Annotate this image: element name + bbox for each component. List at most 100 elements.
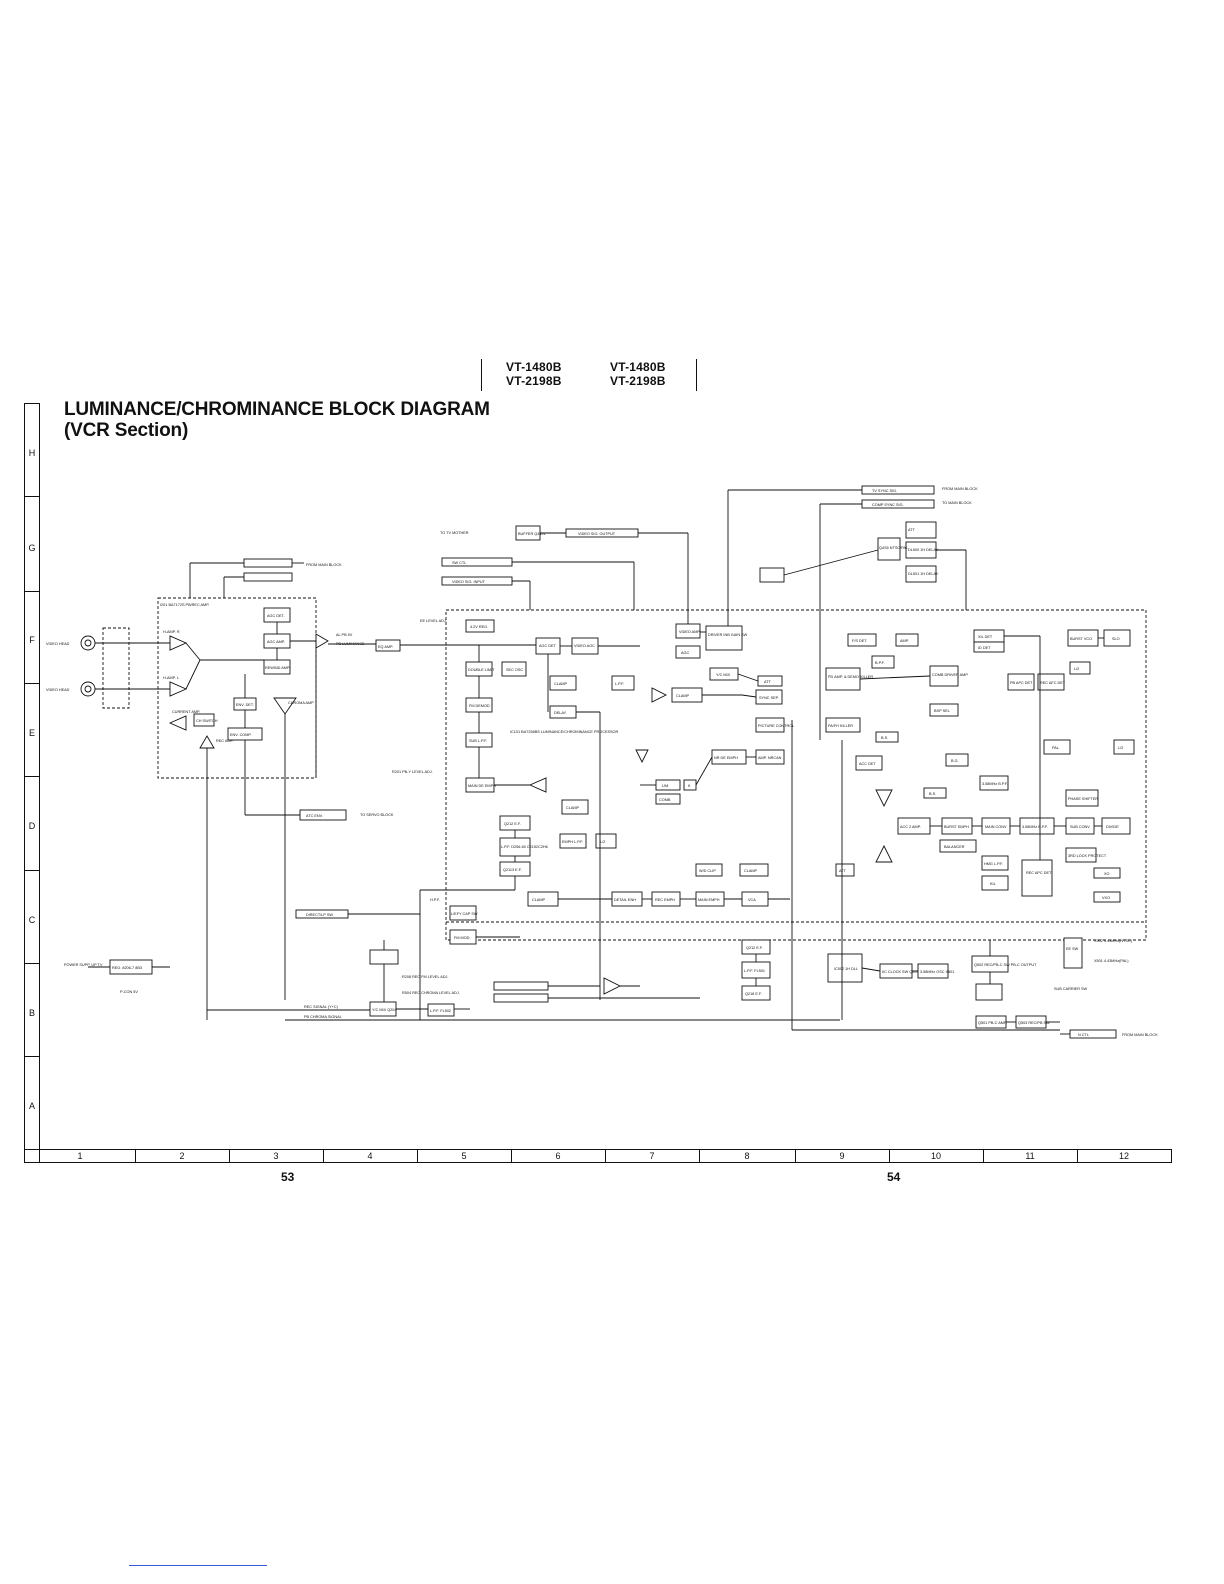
pb-rec-sw-label: Q502 REC/PB-C SW PB-C OUTPUT xyxy=(974,963,1037,967)
l2-label: L/2 xyxy=(600,840,605,844)
video-head-lower-label: VIDEO HEAD xyxy=(46,688,70,692)
detail-enh-label: DETAIL ENH xyxy=(614,898,636,902)
buffer-label: BUFFER Q4401 xyxy=(518,532,546,536)
processor-region xyxy=(445,609,1147,941)
diagram-title-line1: LUMINANCE/CHROMINANCE BLOCK DIAGRAM xyxy=(64,399,490,420)
hamp-l-label: H-AMP. L xyxy=(163,676,179,680)
emph-lpf-block xyxy=(559,833,587,849)
ic502-block xyxy=(827,953,863,983)
wd-clip-label: W/D CLIP xyxy=(699,869,716,873)
video-amp-label: VIDEO AMP. xyxy=(679,630,700,634)
acc-amplifier xyxy=(875,789,893,808)
column-ruler: 1 2 3 4 5 6 7 8 9 10 11 12 xyxy=(24,1149,1172,1163)
bsp-sel-block xyxy=(929,703,959,717)
sw-ctl-label: SW CTL xyxy=(452,561,466,565)
hamp-l-amplifier xyxy=(169,681,188,697)
comp-sync-sig-label: COMP SYNC SIG. xyxy=(872,503,904,507)
connector-g1 xyxy=(243,558,293,568)
rec-apc-det-block xyxy=(1021,859,1053,897)
main-de-emph-label: MAIN DE EMPH xyxy=(468,784,496,788)
row-tick xyxy=(25,870,39,871)
rec-signal-label: REC SIGNAL (Y+C) xyxy=(304,1005,339,1009)
column-label-12: 12 xyxy=(1118,1151,1129,1161)
xo-block xyxy=(1093,867,1121,879)
sec-osc-block xyxy=(501,661,527,677)
l2-3-block xyxy=(1113,739,1135,755)
row-label-g: G xyxy=(28,543,36,553)
clamp-4-label: CLAMP xyxy=(744,869,758,873)
env-det-label: ENV. DET. xyxy=(236,703,254,707)
phase-shifter-block xyxy=(1065,789,1099,807)
preamp-ic-label: I201 BA7172S PB/REC AMP. xyxy=(160,603,209,607)
row-tick xyxy=(25,1056,39,1057)
bg-block xyxy=(945,753,969,767)
bpf-1-label: B.P.F. xyxy=(875,661,885,665)
sw-block xyxy=(759,567,785,583)
connector-c2 xyxy=(493,993,549,1003)
ee-circuit-block xyxy=(369,949,399,965)
vxo-block xyxy=(1093,891,1121,903)
main-emph-label: MAIN EMPH xyxy=(698,898,720,902)
amp-1-block xyxy=(895,633,919,647)
clamp-1-block xyxy=(549,675,577,691)
hpf-label: H.P.F. xyxy=(430,898,440,902)
rec-afc-det-label: REC AFC DET xyxy=(1040,681,1066,685)
fm-mod-label: FM MOD. xyxy=(454,936,470,940)
divide-label: DIVIDE xyxy=(1106,825,1119,829)
atc-env-block xyxy=(299,809,347,821)
l2-2-block xyxy=(1069,661,1091,675)
burst-emph-label: BURST EMPH xyxy=(944,825,969,829)
xo-label: XO xyxy=(1104,872,1110,876)
rec-amp-label: REC AMP. xyxy=(216,739,234,743)
bpf-358-label: 3.58MHz B.P.F. xyxy=(1022,825,1048,829)
l2-block xyxy=(595,833,617,849)
3rd-lock-block xyxy=(1065,847,1097,863)
q501-pb-amp-label: Q501 PB-C AMP. xyxy=(978,1021,1007,1025)
att-2-block xyxy=(835,863,855,877)
lpf-358-block xyxy=(979,775,1009,791)
k-label: K xyxy=(688,784,691,788)
row-label-h: H xyxy=(28,448,36,458)
to-servo-label: TO SERVO BLOCK xyxy=(360,813,394,817)
pb-apc-det-block xyxy=(1007,673,1035,691)
hamp-r-label: H-AMP. R xyxy=(163,630,180,634)
bs-1-block xyxy=(875,731,899,743)
x501-label: X501 4.43MHz(PAL) xyxy=(1094,959,1129,963)
model-label-left-1: VT-1480B xyxy=(506,360,562,374)
eq-amp-block xyxy=(375,639,401,652)
reg-82v-label: REG. 8206-7 8B3 xyxy=(112,966,142,970)
row-tick xyxy=(25,683,39,684)
lpf-4-label: L.P.F. FL502 xyxy=(430,1009,451,1013)
dl501-block xyxy=(905,565,937,583)
driver-inb-label: DRIVER INB GAIN SW xyxy=(708,633,748,637)
q211-lpf-label: L.P.F. FL501 xyxy=(744,969,765,973)
rewind-amp-label: REWIND AMP. xyxy=(265,666,290,670)
power-supply-label: POWER SUPP. UP TV xyxy=(64,963,103,967)
sub-carrier-sw-label: SUB CARRIER SW xyxy=(1054,987,1088,991)
pa-fh-killer-label: PA/FH KILLER xyxy=(828,724,853,728)
att-ic-label: ATT xyxy=(908,528,916,532)
ic502-label: IC502 1H DLL xyxy=(834,967,858,971)
chroma-amp-label: CHROMA AMP xyxy=(288,701,314,705)
rec-chroma-level-adj-label: R504 REC CHROMA LEVEL ADJ. xyxy=(402,991,460,995)
osc-382-label: 3.58MHz OSC X501 xyxy=(920,970,954,974)
lpfy-cap-sw-block xyxy=(449,905,477,921)
lpf-4-block xyxy=(427,1003,455,1017)
row-label-e: E xyxy=(28,728,35,738)
video-head-upper: VIDEO HEAD xyxy=(46,635,96,651)
model-label-right-2: VT-2198B xyxy=(610,374,666,388)
diagram-title: LUMINANCE/CHROMINANCE BLOCK DIAGRAM (VCR… xyxy=(64,399,490,441)
att-ic-block xyxy=(905,521,937,539)
ee-sw-block xyxy=(1063,937,1083,969)
video-head-upper-label: VIDEO HEAD xyxy=(46,642,70,646)
q218-ef-label: Q218 E.F. xyxy=(745,992,762,996)
sub-conv-label: SUB CONV xyxy=(1070,825,1090,829)
yc-mix-2-label: Y/C MIX Q204 xyxy=(372,1008,396,1012)
fs-det-label: F/S DET. xyxy=(852,639,867,643)
emph-lpf-label: EMPH L.P.F. xyxy=(562,840,583,844)
ch-switch-block xyxy=(193,713,215,727)
row-label-b: B xyxy=(28,1008,35,1018)
column-label-6: 6 xyxy=(511,1150,606,1162)
bsp-sel-label: BSP SEL xyxy=(934,709,950,713)
phase-shifter-label: PHASE SHIFTER xyxy=(1068,797,1098,801)
